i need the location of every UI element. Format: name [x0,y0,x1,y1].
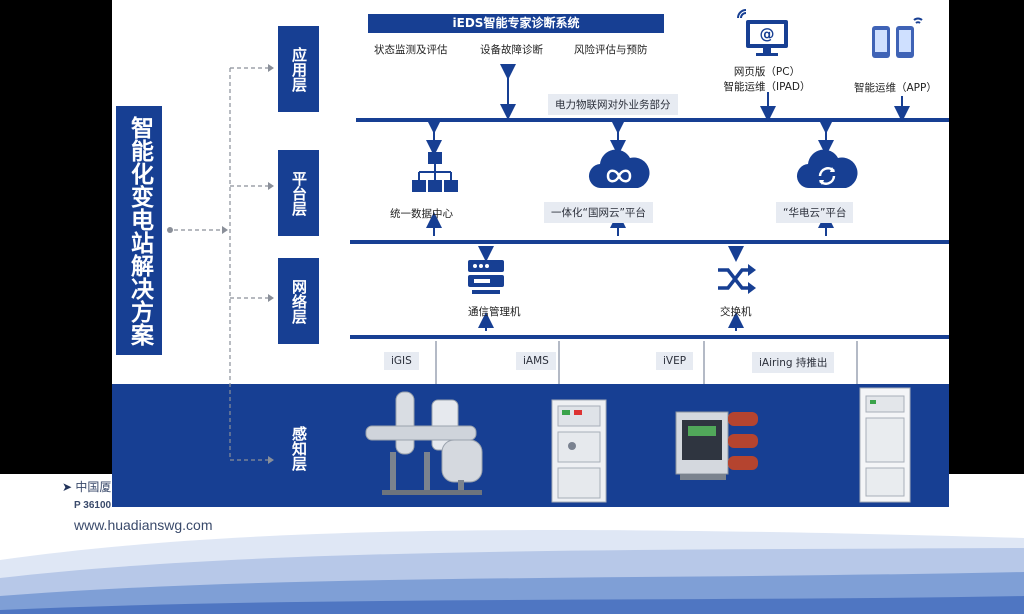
arrow-icon: ➤ [62,480,73,494]
shuffle-switch-icon [718,264,756,294]
ieds-item-risk: 风险评估与预防 [574,44,648,56]
ieds-item-monitoring: 状态监测及评估 [374,44,448,56]
equipment-label-iairing: iAiring 持推出 [752,352,835,373]
bus-line-platform [350,240,949,244]
layer-sense-label: 感知层 [290,425,308,471]
web-terminal-line1: 网页版（PC） [733,66,801,78]
equipment-label-ivep: iVEP [656,352,694,370]
platform-item-data-center: 统一数据中心 [390,208,453,220]
network-item-comm-manager: 通信管理机 [468,306,521,318]
huadian-cloud-icon [796,149,858,189]
mobile-phones-icon [872,17,923,58]
layer-app-label: 应用层 [290,46,308,92]
equipment-label-igis: iGIS [384,352,419,370]
footer-website[interactable]: www.huadianswg.com [74,517,213,533]
comm-manager-icon [468,260,504,294]
platform-item-state-grid-cloud: 一体化“国网云”平台 [544,202,653,223]
layer-app: 应用层 [278,26,319,112]
app-terminal-label: 智能运维（APP） [854,82,937,94]
bus-line-network [350,335,949,339]
ams-cabinet-illustration [551,399,607,503]
footer-address: 中国厦 [75,480,112,494]
network-item-switch: 交换机 [720,306,752,318]
diagram-card: 应用层 平台层 网络层 感知层 iEDS智能专家诊断系统 状态监测及评估 设备故… [112,0,949,507]
solution-title-text: 智能化变电站解决方案 [126,115,153,346]
layer-connectors [167,64,274,464]
footer-postcode: P 36100 [74,500,112,511]
data-center-icon [412,152,458,192]
iairing-cabinet-illustration [859,387,911,503]
layer-sense: 感知层 [278,405,319,491]
wave-decoration [0,530,1024,614]
layer-network-label: 网络层 [290,278,308,324]
ieds-title: iEDS智能专家诊断系统 [368,14,664,33]
web-terminal-label: 网页版（PC） 智能运维（IPAD） [722,64,812,94]
ieds-item-diagnosis: 设备故障诊断 [480,44,543,56]
sense-layer-band [112,384,949,507]
solution-title: 智能化变电站解决方案 [116,106,162,355]
gis-switchgear-illustration [365,391,483,495]
footer-address-line: ➤ 中国厦 [62,478,111,495]
iot-label: 电力物联网对外业务部分 [548,94,678,115]
equipment-label-iams: iAMS [516,352,556,370]
state-grid-cloud-icon [588,149,650,189]
monitor-at-icon: @ [737,9,788,56]
layer-platform: 平台层 [278,150,319,236]
bus-line-app [356,118,949,122]
flow-arrows [426,64,910,384]
web-terminal-line2: 智能运维（IPAD） [723,81,811,93]
layer-platform-label: 平台层 [290,170,308,216]
svg-text:@: @ [760,25,775,43]
vep-breaker-illustration [675,411,758,480]
layer-network: 网络层 [278,258,319,344]
platform-item-huadian-cloud: “华电云”平台 [776,202,854,223]
